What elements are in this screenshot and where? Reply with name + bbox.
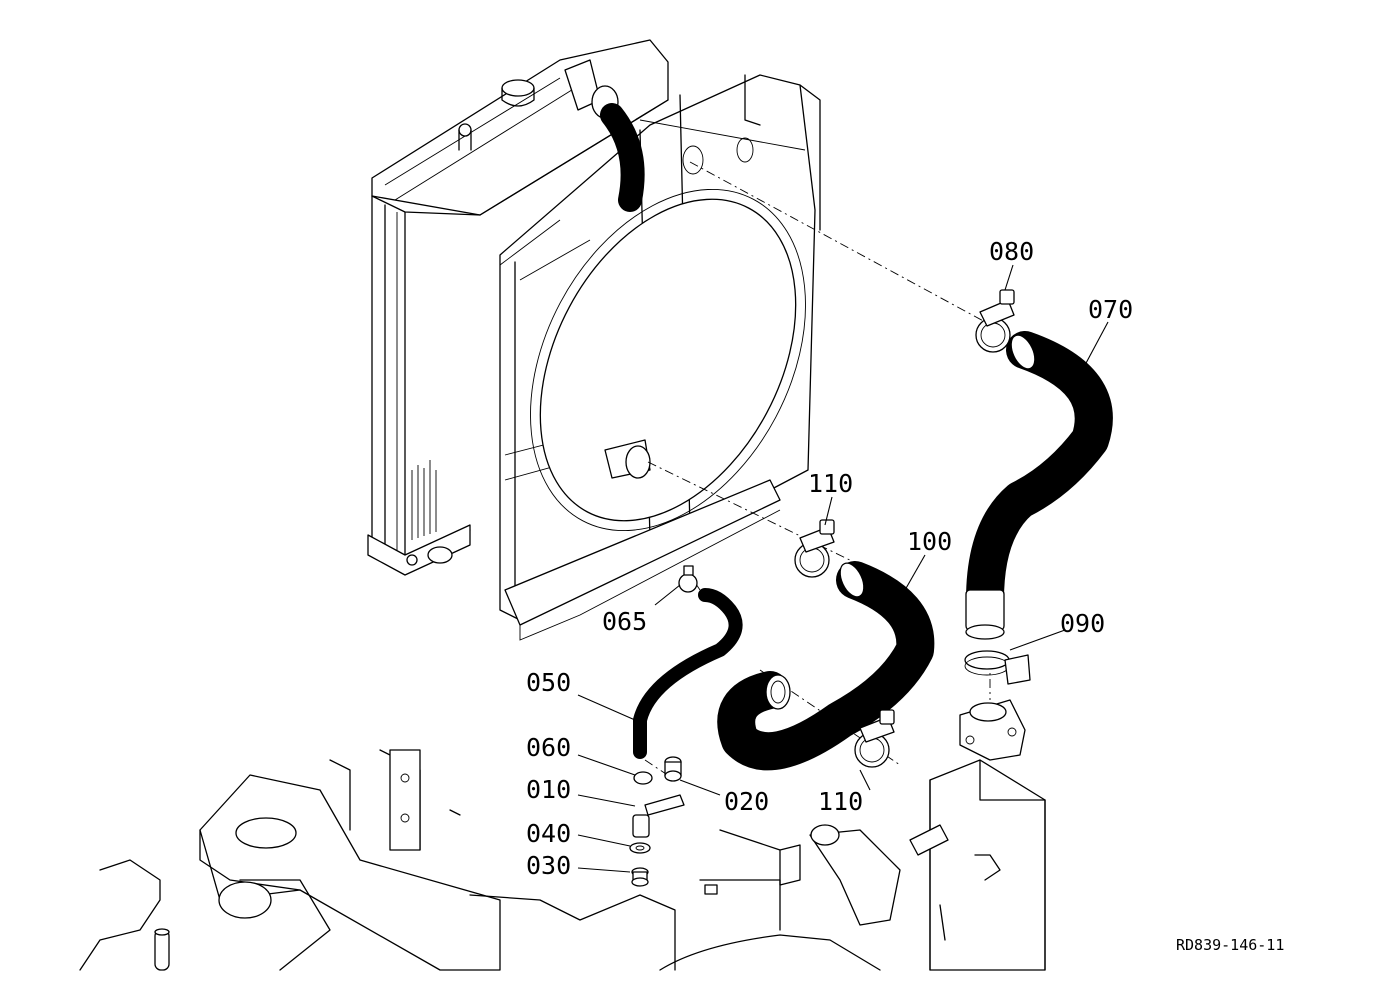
chassis-frame xyxy=(79,749,1046,971)
bolt-030 xyxy=(631,867,649,887)
callout-100: 100 xyxy=(907,527,952,556)
callout-065: 065 xyxy=(602,607,647,636)
callout-060: 060 xyxy=(526,733,571,762)
radiator xyxy=(367,39,669,576)
callout-030: 030 xyxy=(526,851,571,880)
clamp-090 xyxy=(964,650,1031,685)
callout-070: 070 xyxy=(1088,295,1133,324)
callout-080: 080 xyxy=(989,237,1034,266)
clamp-110-upper xyxy=(794,519,835,578)
callout-090: 090 xyxy=(1060,609,1105,638)
reference-code: RD839-146-11 xyxy=(1176,936,1284,954)
washer-040 xyxy=(629,842,651,854)
thermostat-cover xyxy=(959,699,1026,761)
hose-070 xyxy=(965,331,1113,640)
callout-labels: 080 070 110 100 065 090 050 060 010 020 … xyxy=(526,237,1133,880)
hose-100 xyxy=(717,561,935,771)
callout-110-lower: 110 xyxy=(818,787,863,816)
clamp-110-lower xyxy=(854,709,895,768)
clamp-060 xyxy=(633,771,653,785)
leader-lines xyxy=(577,264,1109,873)
callout-040: 040 xyxy=(526,819,571,848)
callout-010: 010 xyxy=(526,775,571,804)
drain-hose-050 xyxy=(633,588,743,759)
plug-020 xyxy=(664,756,682,782)
clamp-065 xyxy=(678,565,698,593)
callout-020: 020 xyxy=(724,787,769,816)
drain-cock-010 xyxy=(632,794,685,838)
callout-050: 050 xyxy=(526,668,571,697)
callout-110-upper: 110 xyxy=(808,469,853,498)
clamp-080 xyxy=(975,289,1015,353)
